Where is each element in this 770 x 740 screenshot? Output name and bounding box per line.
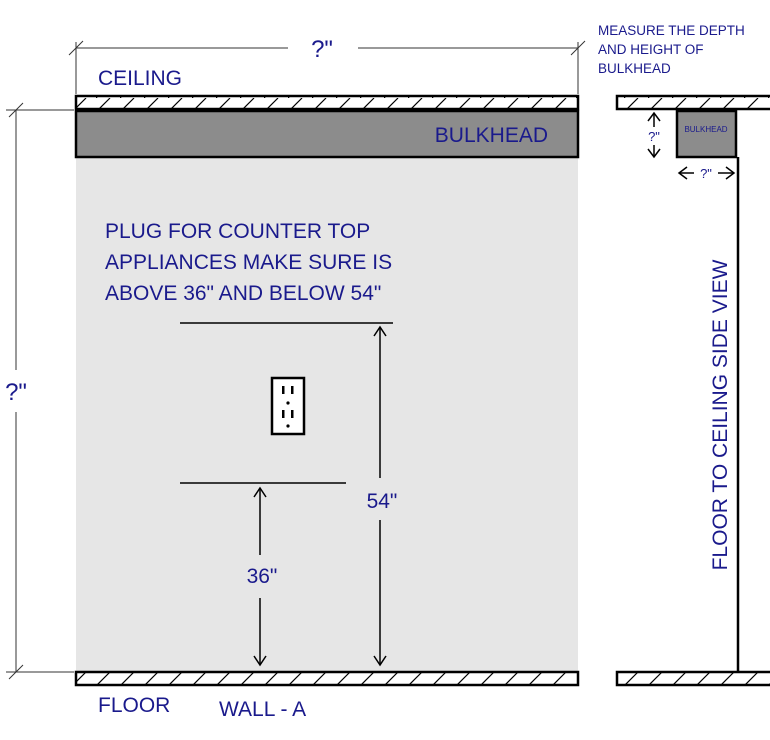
- wall-label: WALL - A: [219, 698, 306, 721]
- bulkhead-label: BULKHEAD: [435, 124, 548, 147]
- instruction-line-3: BULKHEAD: [598, 61, 671, 76]
- instruction-line-2: AND HEIGHT OF: [598, 42, 704, 57]
- bulkhead-depth-label: ?": [700, 166, 712, 181]
- dim-54-arrow: [373, 325, 387, 667]
- height-dimension: [6, 102, 74, 680]
- bulkhead-depth-arrow: [677, 166, 736, 180]
- dim-54-label: 54": [367, 490, 398, 513]
- note-line-1: PLUG FOR COUNTER TOP: [105, 220, 370, 243]
- side-floor-slab: [615, 670, 770, 687]
- bulkhead-block: [74, 109, 580, 159]
- dim-36-arrow: [253, 486, 267, 667]
- front-view: BULKHEAD ?" ?" CEILING FLOOR WALL - A: [5, 36, 586, 721]
- bulkhead-height-label: ?": [648, 129, 660, 144]
- side-view: MEASURE THE DEPTH AND HEIGHT OF BULKHEAD…: [598, 23, 770, 687]
- side-ceiling-slab: [615, 94, 770, 111]
- ceiling-slab: [74, 94, 580, 111]
- width-unknown-label: ?": [311, 36, 333, 63]
- outlet-icon: [270, 376, 306, 436]
- bulkhead-height-arrow: [647, 111, 661, 159]
- side-bulkhead-block: [675, 109, 738, 159]
- width-dimension: [68, 40, 586, 94]
- floor-slab: [74, 670, 580, 687]
- wall-face: [76, 110, 578, 672]
- ceiling-label: CEILING: [98, 67, 182, 90]
- dim-36-label: 36": [247, 565, 278, 588]
- note-line-2: APPLIANCES MAKE SURE IS: [105, 251, 392, 274]
- side-view-title: FLOOR TO CEILING SIDE VIEW: [709, 259, 732, 570]
- floor-label: FLOOR: [98, 694, 170, 717]
- instruction-line-1: MEASURE THE DEPTH: [598, 23, 745, 38]
- note-line-3: ABOVE 36" AND BELOW 54": [105, 282, 381, 305]
- side-bulkhead-label: BULKHEAD: [684, 125, 727, 134]
- height-unknown-label: ?": [5, 379, 27, 406]
